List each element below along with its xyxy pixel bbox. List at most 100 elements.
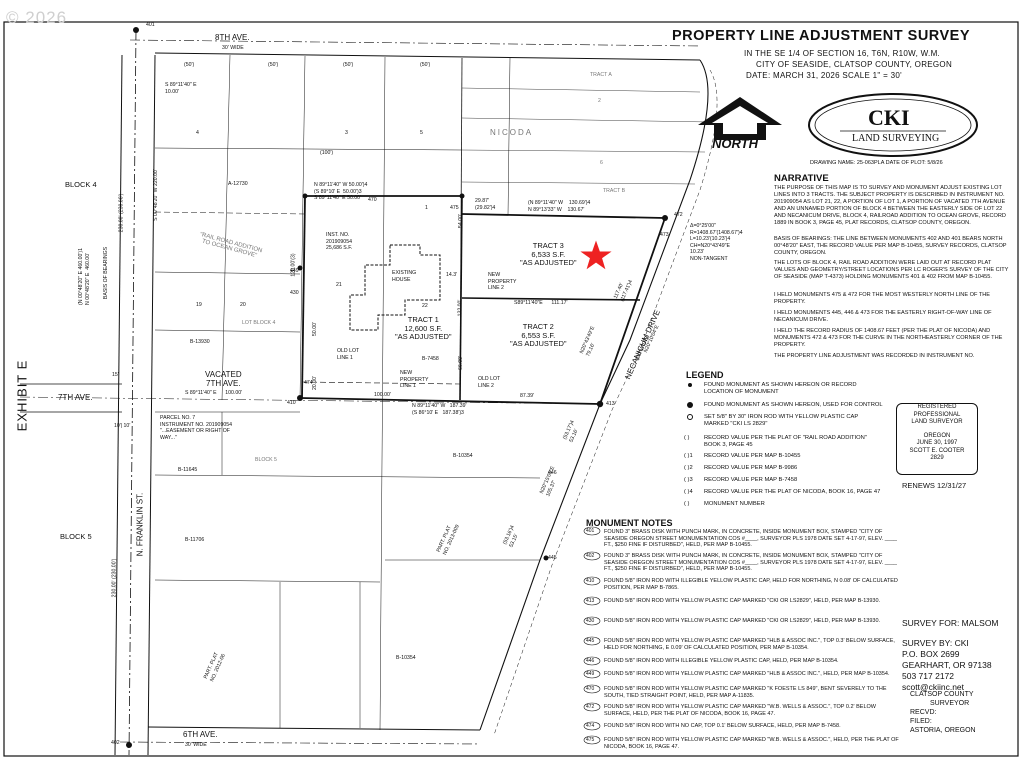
map-ref: B-10354 <box>396 655 416 661</box>
distance-label: 54.00' <box>457 214 464 228</box>
distance-label: 29.87' (29.82')4 <box>475 198 496 211</box>
lot-number: 21 <box>336 282 342 288</box>
seal-line: SCOTT E. COOTER <box>909 447 965 454</box>
nicoda-label: NICODA <box>490 128 534 137</box>
lot-line-v5 <box>507 57 511 216</box>
survey-email-link[interactable]: scott@ckiinc.net <box>902 682 965 692</box>
inst-label: INST. NO. 201909054 25,686 S.F. <box>326 232 353 251</box>
tract3-north <box>461 213 666 219</box>
county-block: CLATSOP COUNTY SURVEYOR RECVD: FILED: AS… <box>910 690 1010 735</box>
nicoda-lot-h3 <box>461 149 706 153</box>
north-label: NORTH <box>712 136 758 151</box>
8th-ave-south-line <box>154 52 701 61</box>
mn-number: 401 <box>586 528 595 534</box>
county-line: FILED: <box>910 718 932 725</box>
legend-sym: ( )4 <box>684 489 693 495</box>
new-pl1-label: NEW PROPERTY LINE 1 <box>400 370 429 389</box>
distance-label: 15' <box>112 372 119 378</box>
map-ref: B-13930 <box>190 339 210 345</box>
surveyor-seal: REGISTERED PROFESSIONAL LAND SURVEYOR OR… <box>896 403 978 475</box>
monument-note: Found 3" brass disk with punch mark, in … <box>604 553 897 573</box>
legend-item: Record value per the plat of Nicoda, boo… <box>704 489 881 495</box>
distance-label: S 00°48'20" W 220.00' <box>152 169 159 221</box>
seal-line: JUNE 30, 1997 <box>916 440 958 446</box>
narrative-p5: I held monuments 445, 446 & 473 for the … <box>774 310 992 323</box>
legend-title: LEGEND <box>686 370 724 380</box>
map-ref: B-7458 <box>422 356 439 362</box>
house-label: EXISTING HOUSE <box>392 270 417 283</box>
nicoda-lot-h4 <box>461 181 696 185</box>
bearing-label: S 89°11'40" E 10.00' <box>165 82 197 95</box>
distance-label: 66.00' <box>457 356 464 370</box>
monument-markers <box>126 27 668 748</box>
south-lot-h3 <box>154 579 381 583</box>
monument-note: Found 5/8" iron rod with yellow plastic … <box>604 618 881 624</box>
lot-line-h3 <box>154 271 301 275</box>
mn-number: 470 <box>586 686 595 692</box>
mn-number: 445 <box>586 638 595 644</box>
sheet-border <box>3 21 1019 757</box>
tract2-3-line <box>461 297 641 301</box>
lot-number: 19 <box>196 302 202 308</box>
lot-line-h2 <box>154 211 306 215</box>
street-7th: 7TH AVE. <box>58 393 93 402</box>
survey-by-block: SURVEY BY: CKI P.O. BOX 2699 GEARHART, O… <box>902 638 1012 693</box>
monument-number: 430 <box>290 290 299 296</box>
legend-sym: ( ) <box>684 501 690 507</box>
tract-b-label: TRACT B <box>603 188 626 194</box>
narrative-title: NARRATIVE <box>774 173 829 184</box>
survey-by-line: 503 717 2172 <box>902 671 954 681</box>
legend-item: Set 5/8" by 30" iron rod with yellow pla… <box>704 414 859 427</box>
mn-number: 413 <box>586 598 595 604</box>
street-8th: 8TH AVE. <box>215 33 250 42</box>
legend-item: Found monument as shown hereon or record… <box>704 382 857 395</box>
distance-label: 100.00' <box>374 392 391 398</box>
distance-label: 14.3' <box>446 272 458 278</box>
south-lot-h1 <box>154 474 541 479</box>
survey-by-line: GEARHART, OR 97138 <box>902 660 992 670</box>
franklin-centerline <box>128 29 137 756</box>
narrative-p7: The property line adjustment was recorde… <box>774 353 975 359</box>
lot-line-v2 <box>299 55 306 401</box>
lot-line-h4 <box>154 329 301 333</box>
legend-item: Record value per map B-9986 <box>704 465 798 471</box>
tract2-label: TRACT 2 6,553 S.F. "AS ADJUSTED" <box>510 322 567 348</box>
monument-note: Found 5/8" iron rod with no cap, top 0.1… <box>604 723 841 729</box>
mn-number: 410 <box>586 578 595 584</box>
street-8th-width: 30' WIDE <box>222 45 244 51</box>
lot-number: (50') <box>268 62 279 68</box>
county-line: RECVD: <box>910 709 937 716</box>
monument-note: Found 5/8" iron rod with yellow plastic … <box>604 638 895 651</box>
monument-note: Found 5/8" iron rod with yellow plastic … <box>604 686 887 699</box>
curve-data: Δ=0°25'00" R=1408.67'(1408.67')4 L=10.23… <box>690 223 743 262</box>
monument-number: 449 <box>290 268 299 274</box>
distance-label: 10'| 10' <box>114 423 131 429</box>
monument-number: 470 <box>368 197 377 203</box>
map-ref: B-11645 <box>178 467 198 473</box>
vacated-7th: VACATED 7TH AVE. <box>205 370 242 388</box>
lot-number: 5 <box>420 130 423 136</box>
legend-item: Record value per map B-10455 <box>704 453 801 459</box>
monument-notes-title: MONUMENT NOTES <box>586 518 673 528</box>
narrative-p1: The purpose of this map is to survey and… <box>774 185 1006 226</box>
lot-line-v3 <box>379 56 386 731</box>
monument-note: Found 3" brass disk with punch mark, in … <box>604 529 897 549</box>
monument-number: 413 <box>606 401 615 407</box>
street-6th-width: 30' WIDE <box>185 742 207 748</box>
title-line2: CITY OF SEASIDE, CLATSOP COUNTY, OREGON <box>756 60 953 69</box>
seal-line: PROFESSIONAL <box>913 411 961 418</box>
lot-line-h1 <box>154 147 463 151</box>
tract3-label: TRACT 3 6,533 S.F. "AS ADJUSTED" <box>520 241 577 267</box>
7th-ave-center <box>19 396 601 405</box>
monument-number: 410 <box>287 400 296 406</box>
franklin-street: N. FRANKLIN ST. <box>135 492 145 557</box>
seal-line: LAND SURVEYOR <box>911 419 963 425</box>
6th-ave-centerline <box>119 741 481 745</box>
survey-for: SURVEY FOR: MALSOM <box>902 618 999 628</box>
lot-number: (100') <box>320 150 334 156</box>
mn-number: 475 <box>586 737 595 743</box>
lot-number: (50') <box>184 62 195 68</box>
lot-number: 22 <box>422 303 428 309</box>
legend-item: Record value per the plat of "Rail Road … <box>704 435 867 448</box>
